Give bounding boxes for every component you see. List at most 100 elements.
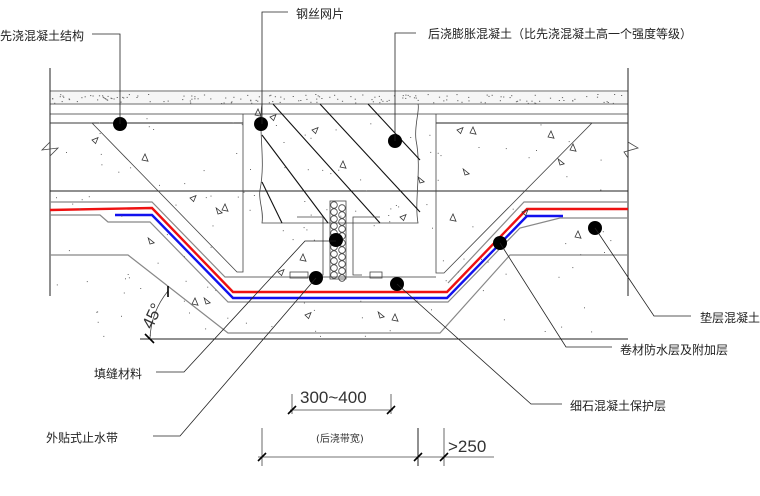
- concrete-speck: [157, 262, 159, 264]
- concrete-speck: [389, 221, 391, 223]
- concrete-speck: [146, 118, 148, 120]
- screed-speck: [105, 98, 107, 100]
- concrete-speck: [175, 204, 177, 206]
- screed-speck: [90, 95, 92, 97]
- screed-speck: [484, 102, 486, 104]
- leader-dots: [113, 117, 602, 291]
- screed-speck: [563, 100, 565, 101]
- concrete-speck: [410, 137, 412, 138]
- screed-speck: [607, 102, 609, 103]
- slope-angle-label: 45°: [138, 300, 166, 331]
- screed-speck: [137, 95, 139, 97]
- screed-speck: [128, 94, 130, 96]
- screed-speck: [405, 94, 407, 96]
- screed-speck: [257, 100, 259, 102]
- concrete-speck: [127, 274, 129, 275]
- screed-speck: [456, 94, 458, 96]
- membrane-inner-layer: [115, 213, 563, 300]
- concrete-speck: [528, 157, 530, 159]
- screed-speck: [606, 101, 608, 103]
- dimension-band-width-range: 300~400: [287, 388, 396, 415]
- screed-speck: [402, 97, 404, 99]
- screed-speck: [136, 97, 138, 98]
- concrete-speck: [210, 195, 212, 197]
- screed-speck: [316, 101, 318, 103]
- screed-speck: [255, 99, 257, 101]
- screed-speck: [102, 96, 104, 98]
- screed-speck: [194, 98, 196, 100]
- screed-speck: [279, 101, 281, 103]
- aggregate-triangle: [377, 310, 386, 319]
- concrete-speck: [121, 315, 122, 317]
- waterproof-membrane: [49, 206, 628, 300]
- screed-speck: [461, 101, 463, 103]
- concrete-speck: [364, 335, 366, 337]
- concrete-speck: [140, 288, 142, 289]
- screed-speck: [104, 98, 106, 99]
- screed-speck: [382, 100, 384, 102]
- concrete-speck: [565, 243, 567, 245]
- filler-cell: [330, 250, 338, 258]
- leader-lines: [92, 11, 691, 437]
- aggregate-triangle: [304, 311, 312, 320]
- concrete-speck: [395, 205, 397, 206]
- screed-speck: [233, 96, 235, 98]
- label-fine-aggregate-protection: 细石混凝土保护层: [570, 398, 666, 413]
- screed-speck: [535, 103, 537, 104]
- screed-speck: [110, 97, 112, 99]
- concrete-speck: [566, 176, 568, 178]
- screed-speck: [621, 95, 623, 96]
- screed-speck: [183, 95, 185, 97]
- screed-speck: [54, 102, 56, 104]
- screed-speck: [603, 101, 605, 103]
- filler-cell: [330, 222, 338, 230]
- label-joint-filler: 填缝材料: [94, 366, 142, 381]
- screed-speck: [191, 98, 193, 100]
- screed-speck: [527, 102, 529, 104]
- screed-speck: [98, 95, 101, 97]
- aggregate-triangle: [254, 108, 262, 117]
- concrete-speck: [72, 203, 74, 205]
- concrete-speck: [121, 215, 123, 217]
- screed-speck: [116, 97, 118, 98]
- concrete-speck: [536, 150, 537, 151]
- screed-speck: [197, 98, 199, 100]
- aggregate-triangle: [147, 236, 156, 245]
- aggregate-triangle: [191, 297, 199, 306]
- aggregate-triangle: [391, 313, 399, 322]
- concrete-speck: [322, 169, 324, 171]
- screed-speck: [203, 94, 206, 96]
- screed-speck: [516, 100, 519, 102]
- screed-speck: [300, 100, 302, 101]
- filler-cell: [338, 204, 346, 212]
- screed-speck: [417, 99, 419, 101]
- screed-speck: [372, 101, 374, 103]
- screed-speck: [68, 98, 70, 100]
- aggregate-triangle: [557, 157, 566, 166]
- screed-speck: [317, 95, 319, 97]
- screed-speck: [379, 102, 381, 104]
- concrete-speck: [472, 226, 474, 228]
- concrete-speck: [123, 292, 125, 294]
- aggregate-triangle: [462, 167, 471, 176]
- screed-speck: [486, 94, 488, 96]
- concrete-speck: [560, 209, 562, 211]
- screed-speck: [468, 100, 470, 102]
- screed-speck: [362, 94, 364, 96]
- screed-speck: [457, 100, 459, 102]
- concrete-speck: [185, 280, 187, 282]
- leader-membrane: [499, 242, 612, 348]
- screed-speck: [427, 94, 429, 96]
- screed-speck: [374, 96, 376, 98]
- filler-cell: [338, 246, 346, 254]
- concrete-speck: [56, 197, 57, 199]
- concrete-speck: [398, 206, 400, 208]
- screed-speck: [250, 99, 252, 101]
- concrete-speck: [241, 124, 243, 126]
- concrete-speck: [212, 225, 214, 227]
- aggregate-triangle: [417, 175, 426, 184]
- concrete-speck: [118, 171, 120, 173]
- concrete-speck: [101, 164, 103, 166]
- concrete-speck: [166, 234, 168, 236]
- screed-speck: [126, 96, 128, 98]
